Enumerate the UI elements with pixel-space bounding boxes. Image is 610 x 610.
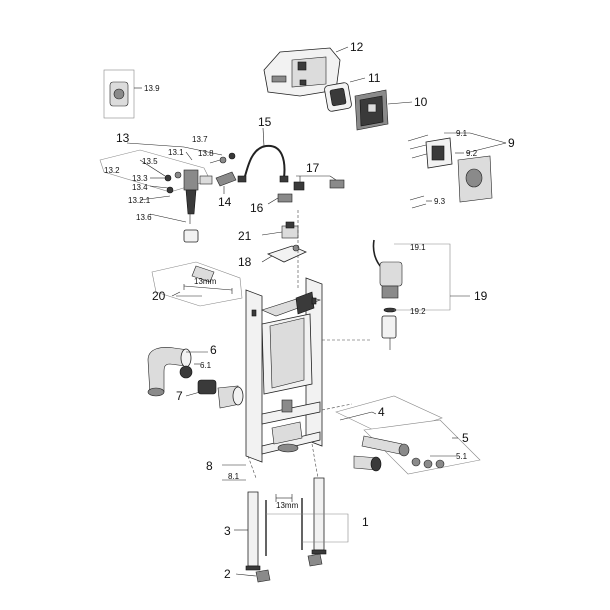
label-15: 15 (258, 115, 272, 129)
label-8: 8 (206, 459, 213, 473)
label-13-7: 13.7 (192, 135, 208, 144)
label-5: 5 (462, 431, 469, 445)
label-5-1: 5.1 (456, 452, 468, 461)
part-21-clip (261, 221, 299, 239)
part-12-actuator-housing (263, 46, 349, 97)
part-2-feet (235, 553, 323, 583)
part-6-drain-bend (147, 347, 208, 397)
label-13-2: 13.2 (104, 166, 120, 175)
part-17-fittings (293, 175, 345, 191)
label-13-9: 13.9 (144, 84, 160, 93)
part-5-flush-pipe-kit (353, 419, 481, 475)
label-13-4: 13.4 (132, 183, 148, 192)
part-1-anchor-bolts (265, 494, 349, 556)
part-13-9-detail-inset (103, 69, 142, 119)
part-13-fill-valve-assembly (99, 142, 236, 243)
label-13-3: 13.3 (132, 174, 148, 183)
label-19-1: 19.1 (410, 243, 426, 252)
part-14-angle-fitting (215, 171, 237, 194)
label-9-2: 9.2 (466, 149, 478, 158)
label-16: 16 (250, 201, 264, 215)
part-19-flush-valve (372, 239, 470, 350)
label-13-5: 13.5 (142, 157, 158, 166)
part-10-cover-panel (354, 89, 413, 131)
installation-frame (245, 210, 372, 479)
label-19: 19 (474, 289, 488, 303)
label-13-2-1: 13.2.1 (128, 196, 151, 205)
label-2: 2 (224, 567, 231, 581)
label-3: 3 (224, 524, 231, 538)
dimension-13mm-bracket: 13mm (194, 277, 217, 286)
label-18: 18 (238, 255, 252, 269)
label-7: 7 (176, 389, 183, 403)
label-1: 1 (362, 515, 369, 529)
part-15-flexible-hose (237, 127, 289, 183)
label-21: 21 (238, 229, 252, 243)
label-13: 13 (116, 131, 130, 145)
dimension-13mm-bolt: 13mm (276, 501, 299, 510)
label-13-8: 13.8 (198, 149, 214, 158)
label-9: 9 (508, 136, 515, 150)
leader-lines (176, 295, 458, 481)
part-16-connector (267, 193, 293, 205)
part-7-pipe-connector (185, 379, 244, 409)
label-13-6: 13.6 (136, 213, 152, 222)
label-17: 17 (306, 161, 320, 175)
label-14: 14 (218, 195, 232, 209)
part-20-bracket-kit (151, 261, 243, 307)
label-10: 10 (414, 95, 428, 109)
part-18-float-bracket (261, 244, 307, 263)
label-4: 4 (378, 405, 385, 419)
label-19-2: 19.2 (410, 307, 426, 316)
label-12: 12 (350, 40, 364, 54)
label-6: 6 (210, 343, 217, 357)
label-20: 20 (152, 289, 166, 303)
label-8-1: 8.1 (228, 472, 240, 481)
label-6-1: 6.1 (200, 361, 212, 370)
label-9-1: 9.1 (456, 129, 468, 138)
part-9-flush-plate-assembly (407, 132, 507, 209)
label-11: 11 (368, 71, 381, 85)
part-11-mounting-frame (324, 77, 366, 112)
callout-labels: 1 2 3 4 5 5.1 6 6.1 7 8 8.1 9 9.1 9.2 9.… (104, 40, 515, 581)
label-9-3: 9.3 (434, 197, 446, 206)
label-13-1: 13.1 (168, 148, 184, 157)
